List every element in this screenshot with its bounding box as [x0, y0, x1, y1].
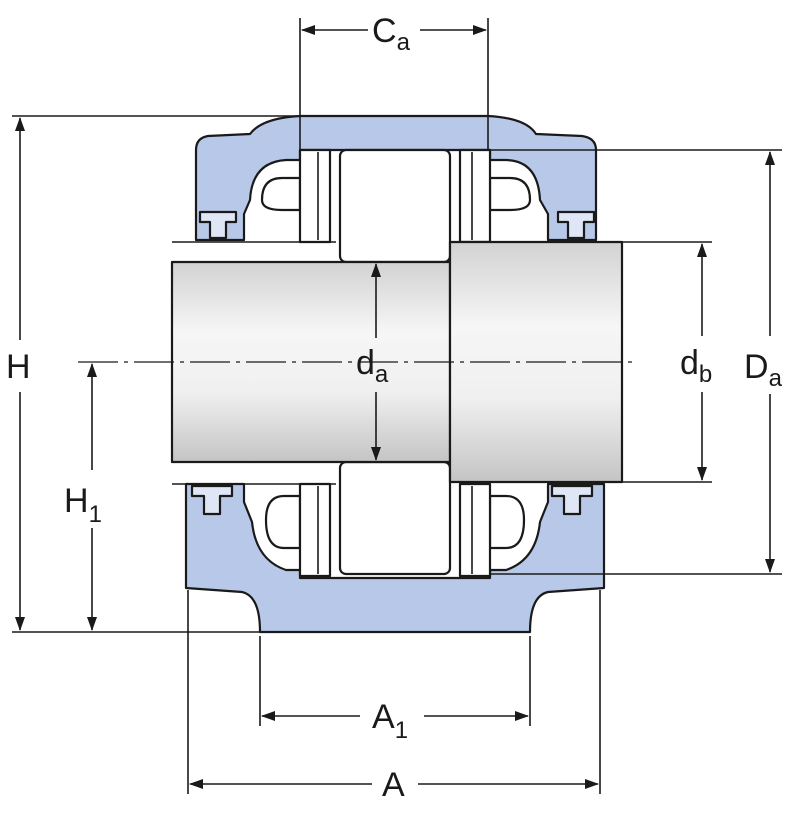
ring-right-bottom — [458, 482, 492, 578]
label-a1: A1 — [372, 698, 408, 744]
ring-left-bottom — [298, 482, 332, 578]
t-slot-right-bottom — [550, 484, 594, 516]
seal-right-bottom — [488, 494, 526, 550]
dimensions — [12, 18, 782, 794]
label-db: db — [680, 344, 712, 388]
label-a: A — [382, 766, 405, 804]
ring-right-top — [458, 148, 492, 244]
label-da: da — [356, 344, 389, 388]
seal-right-top — [488, 176, 532, 212]
housing-top — [194, 114, 598, 242]
roller-bottom — [338, 460, 452, 576]
seal-left-bottom — [264, 494, 302, 550]
label-h: H — [6, 348, 31, 386]
bearing — [298, 148, 492, 578]
label-Da: Da — [744, 348, 783, 392]
label-ca: Ca — [372, 12, 411, 56]
t-slot-left-top — [198, 210, 238, 240]
ring-left-top — [298, 148, 332, 244]
roller-top — [338, 148, 452, 264]
seal-left-top — [260, 176, 302, 212]
shaft — [170, 240, 624, 485]
housing-base — [184, 482, 606, 634]
labels: Ca H H1 da db Da A1 A — [6, 12, 783, 804]
t-slot-right-top — [556, 210, 596, 240]
housing-cap — [194, 114, 598, 242]
t-slot-left-bottom — [190, 484, 234, 516]
label-h1: H1 — [64, 482, 102, 528]
